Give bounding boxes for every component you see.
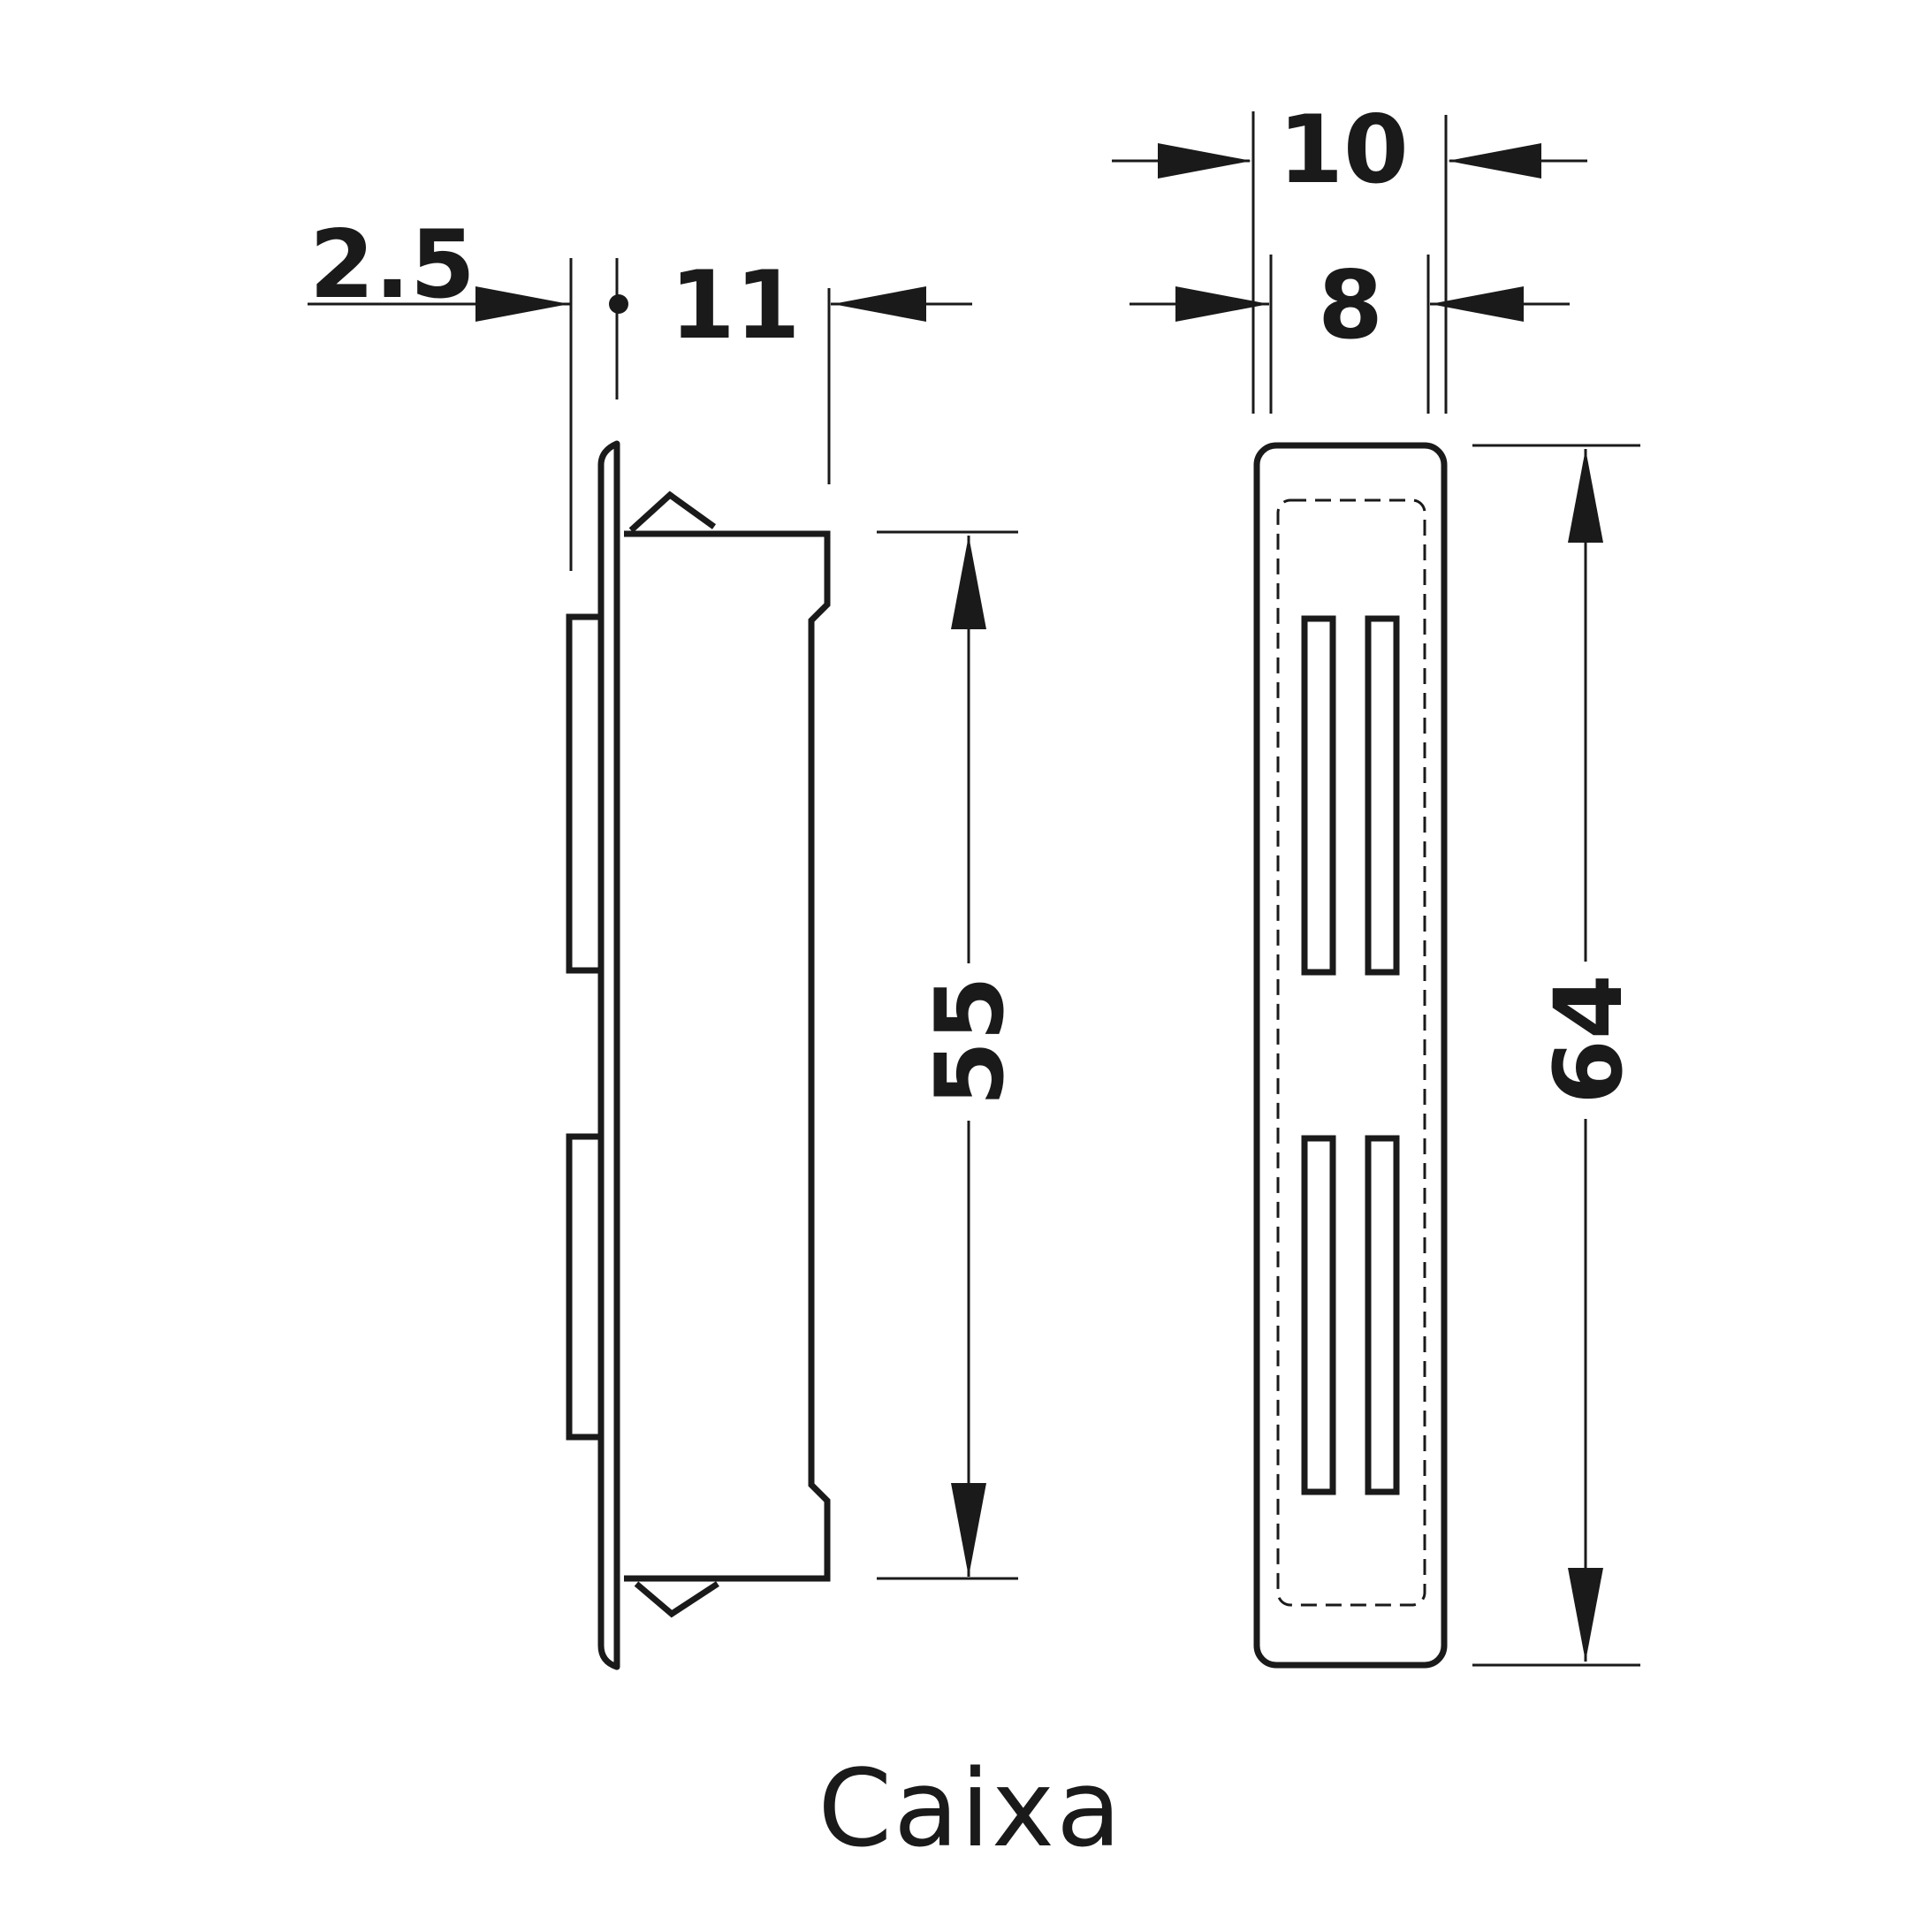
dim-64-label: 64 — [1534, 974, 1643, 1105]
dim-10-label: 10 — [1278, 95, 1409, 204]
dim-11-label: 11 — [670, 251, 801, 360]
side-view-top-catch — [628, 491, 717, 533]
front-view: 10 8 64 — [1112, 95, 1643, 1669]
dim-55-arrow-top — [951, 536, 986, 629]
dim-10-arrow-left — [1158, 143, 1251, 179]
front-view-slot-lower-right — [1365, 1135, 1400, 1495]
dim-8-arrow-left — [1175, 286, 1269, 322]
front-view-inner-dashed — [1276, 498, 1426, 1607]
dim-2-5-dot — [609, 294, 628, 314]
front-view-slot-lower-left — [1301, 1135, 1336, 1495]
front-view-slot-upper-right — [1365, 615, 1400, 976]
caption: Caixa — [818, 1748, 1122, 1871]
dim-2-5-arrow — [475, 286, 569, 322]
side-view-bottom-catch — [634, 1581, 719, 1618]
dim-64-arrow-bottom — [1568, 1568, 1603, 1662]
dim-55-arrow-bottom — [951, 1483, 986, 1577]
dim-64-arrow-top — [1568, 449, 1603, 543]
dim-10-arrow-right — [1448, 143, 1541, 179]
front-view-slot-upper-left — [1301, 615, 1336, 976]
dim-8-arrow-right — [1430, 286, 1524, 322]
dim-11-arrow — [833, 286, 926, 322]
side-view-body — [624, 530, 831, 1582]
side-view: 2.5 11 55 — [308, 210, 1024, 1670]
side-view-plate — [597, 440, 620, 1670]
dim-8-label: 8 — [1318, 251, 1383, 360]
dim-55-label: 55 — [916, 976, 1024, 1107]
side-view-upper-lug — [566, 613, 601, 974]
dim-2-5-label: 2.5 — [309, 210, 475, 319]
front-view-housing — [1253, 442, 1448, 1669]
side-view-lower-lug — [566, 1133, 601, 1441]
